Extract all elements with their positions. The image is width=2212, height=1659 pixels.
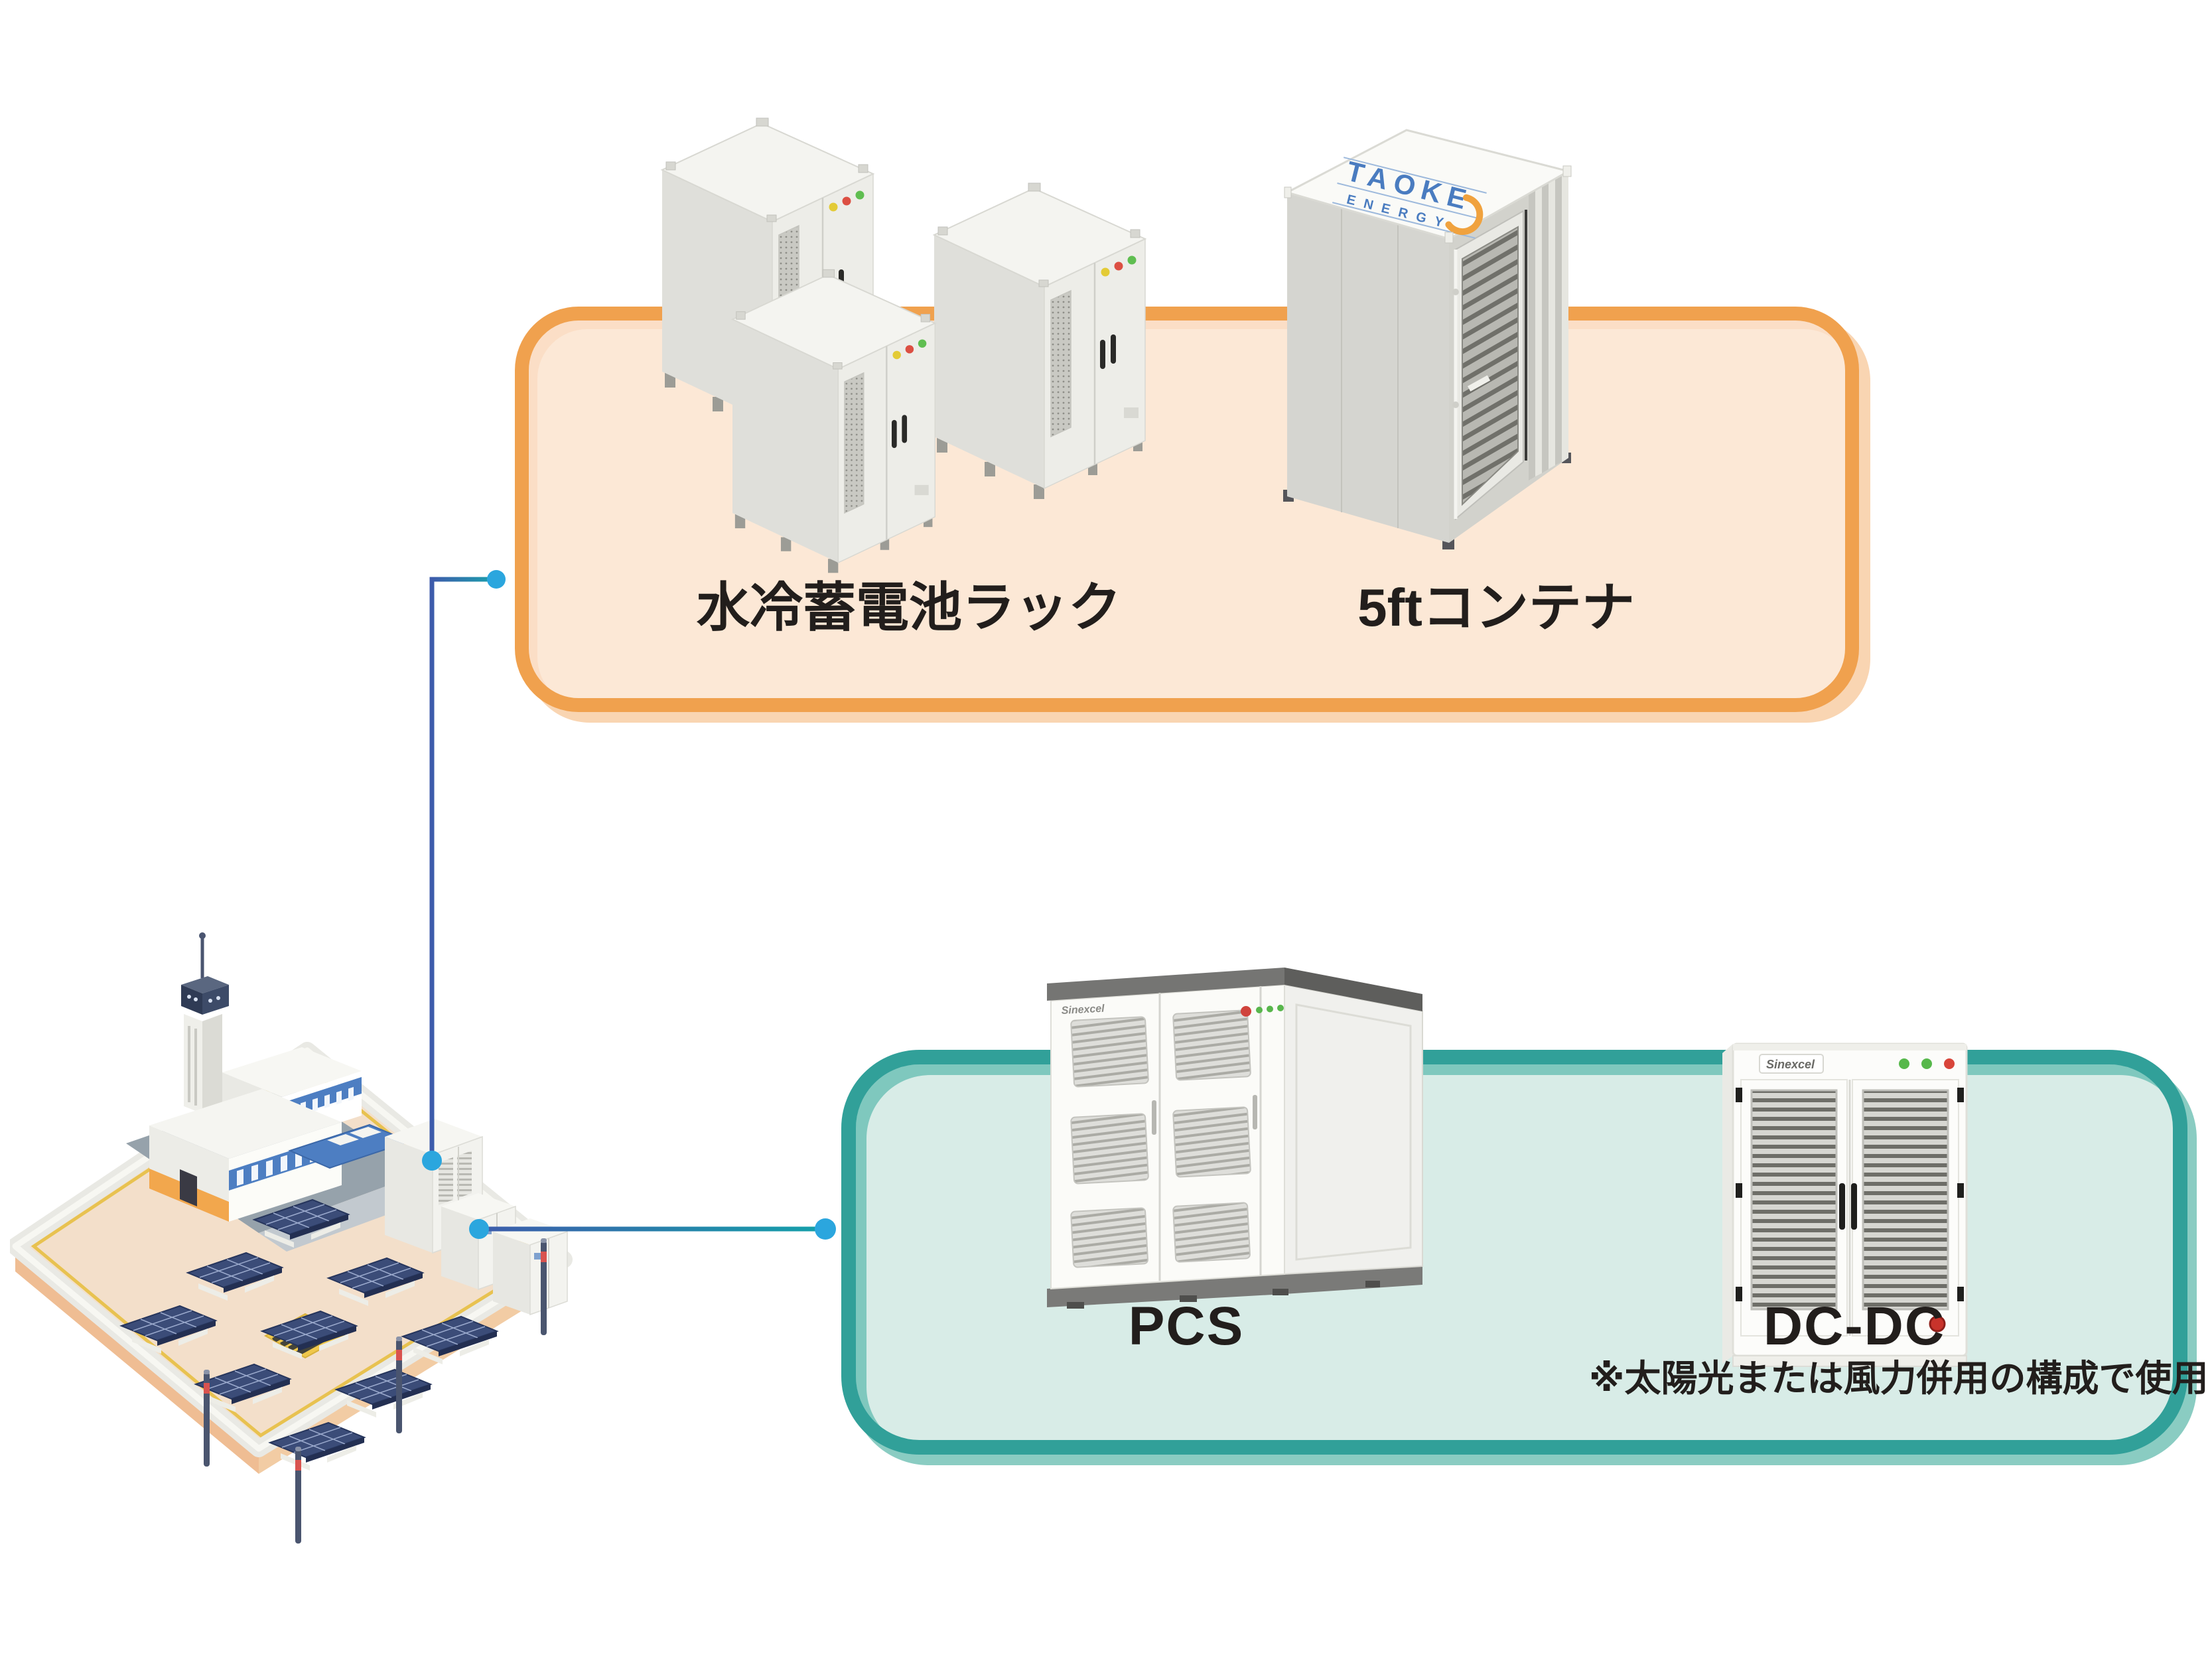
tower-shaft xyxy=(184,1014,202,1114)
container-left-face xyxy=(1287,192,1449,543)
container-logo-swoosh xyxy=(1445,194,1484,236)
building-doorway xyxy=(180,1169,197,1206)
yard-cabinet-b xyxy=(493,1218,568,1316)
dcdc-louver-left xyxy=(1750,1089,1838,1311)
pcs-roof-side xyxy=(1284,968,1422,1011)
battery-racks-illustration xyxy=(661,117,1146,574)
dot-converter-box xyxy=(815,1218,836,1240)
container-louver-door xyxy=(1452,210,1527,521)
container-illustration: TAOKE ENERGY xyxy=(1283,129,1572,549)
dcdc-illustration: Sinexcel xyxy=(1722,1043,1968,1367)
battery-rack-back-right xyxy=(933,182,1146,500)
battery-rack-front xyxy=(731,269,936,574)
pcs-illustration: Sinexcel xyxy=(1047,968,1423,1309)
dcdc-brand: Sinexcel xyxy=(1766,1058,1815,1071)
pcs-brand: Sinexcel xyxy=(1061,1003,1105,1017)
dcdc-indicators xyxy=(1899,1058,1955,1069)
dot-battery-box xyxy=(487,570,506,589)
container-corrugation xyxy=(1529,171,1568,480)
container-label: 5ftコンテナ xyxy=(1357,578,1635,637)
pcs-indicators xyxy=(1241,1005,1284,1017)
dcdc-note: ※太陽光または風力併用の構成で使用 xyxy=(1589,1358,2209,1399)
rack-label: 水冷蓄電池ラック xyxy=(697,578,1121,637)
pcs-side-face xyxy=(1284,983,1423,1275)
solar-plant-illustration xyxy=(10,932,573,1544)
factory-building xyxy=(149,932,411,1222)
pcs-vents xyxy=(1070,1009,1251,1268)
pcs-label: PCS xyxy=(1128,1296,1245,1356)
dcdc-label: DC-DC xyxy=(1763,1296,1946,1356)
dcdc-louver-right xyxy=(1862,1089,1949,1311)
dcdc-emergency-button xyxy=(1929,1315,1946,1333)
dcdc-hinges xyxy=(1736,1088,1964,1301)
pcs-roof-front xyxy=(1047,968,1284,1001)
